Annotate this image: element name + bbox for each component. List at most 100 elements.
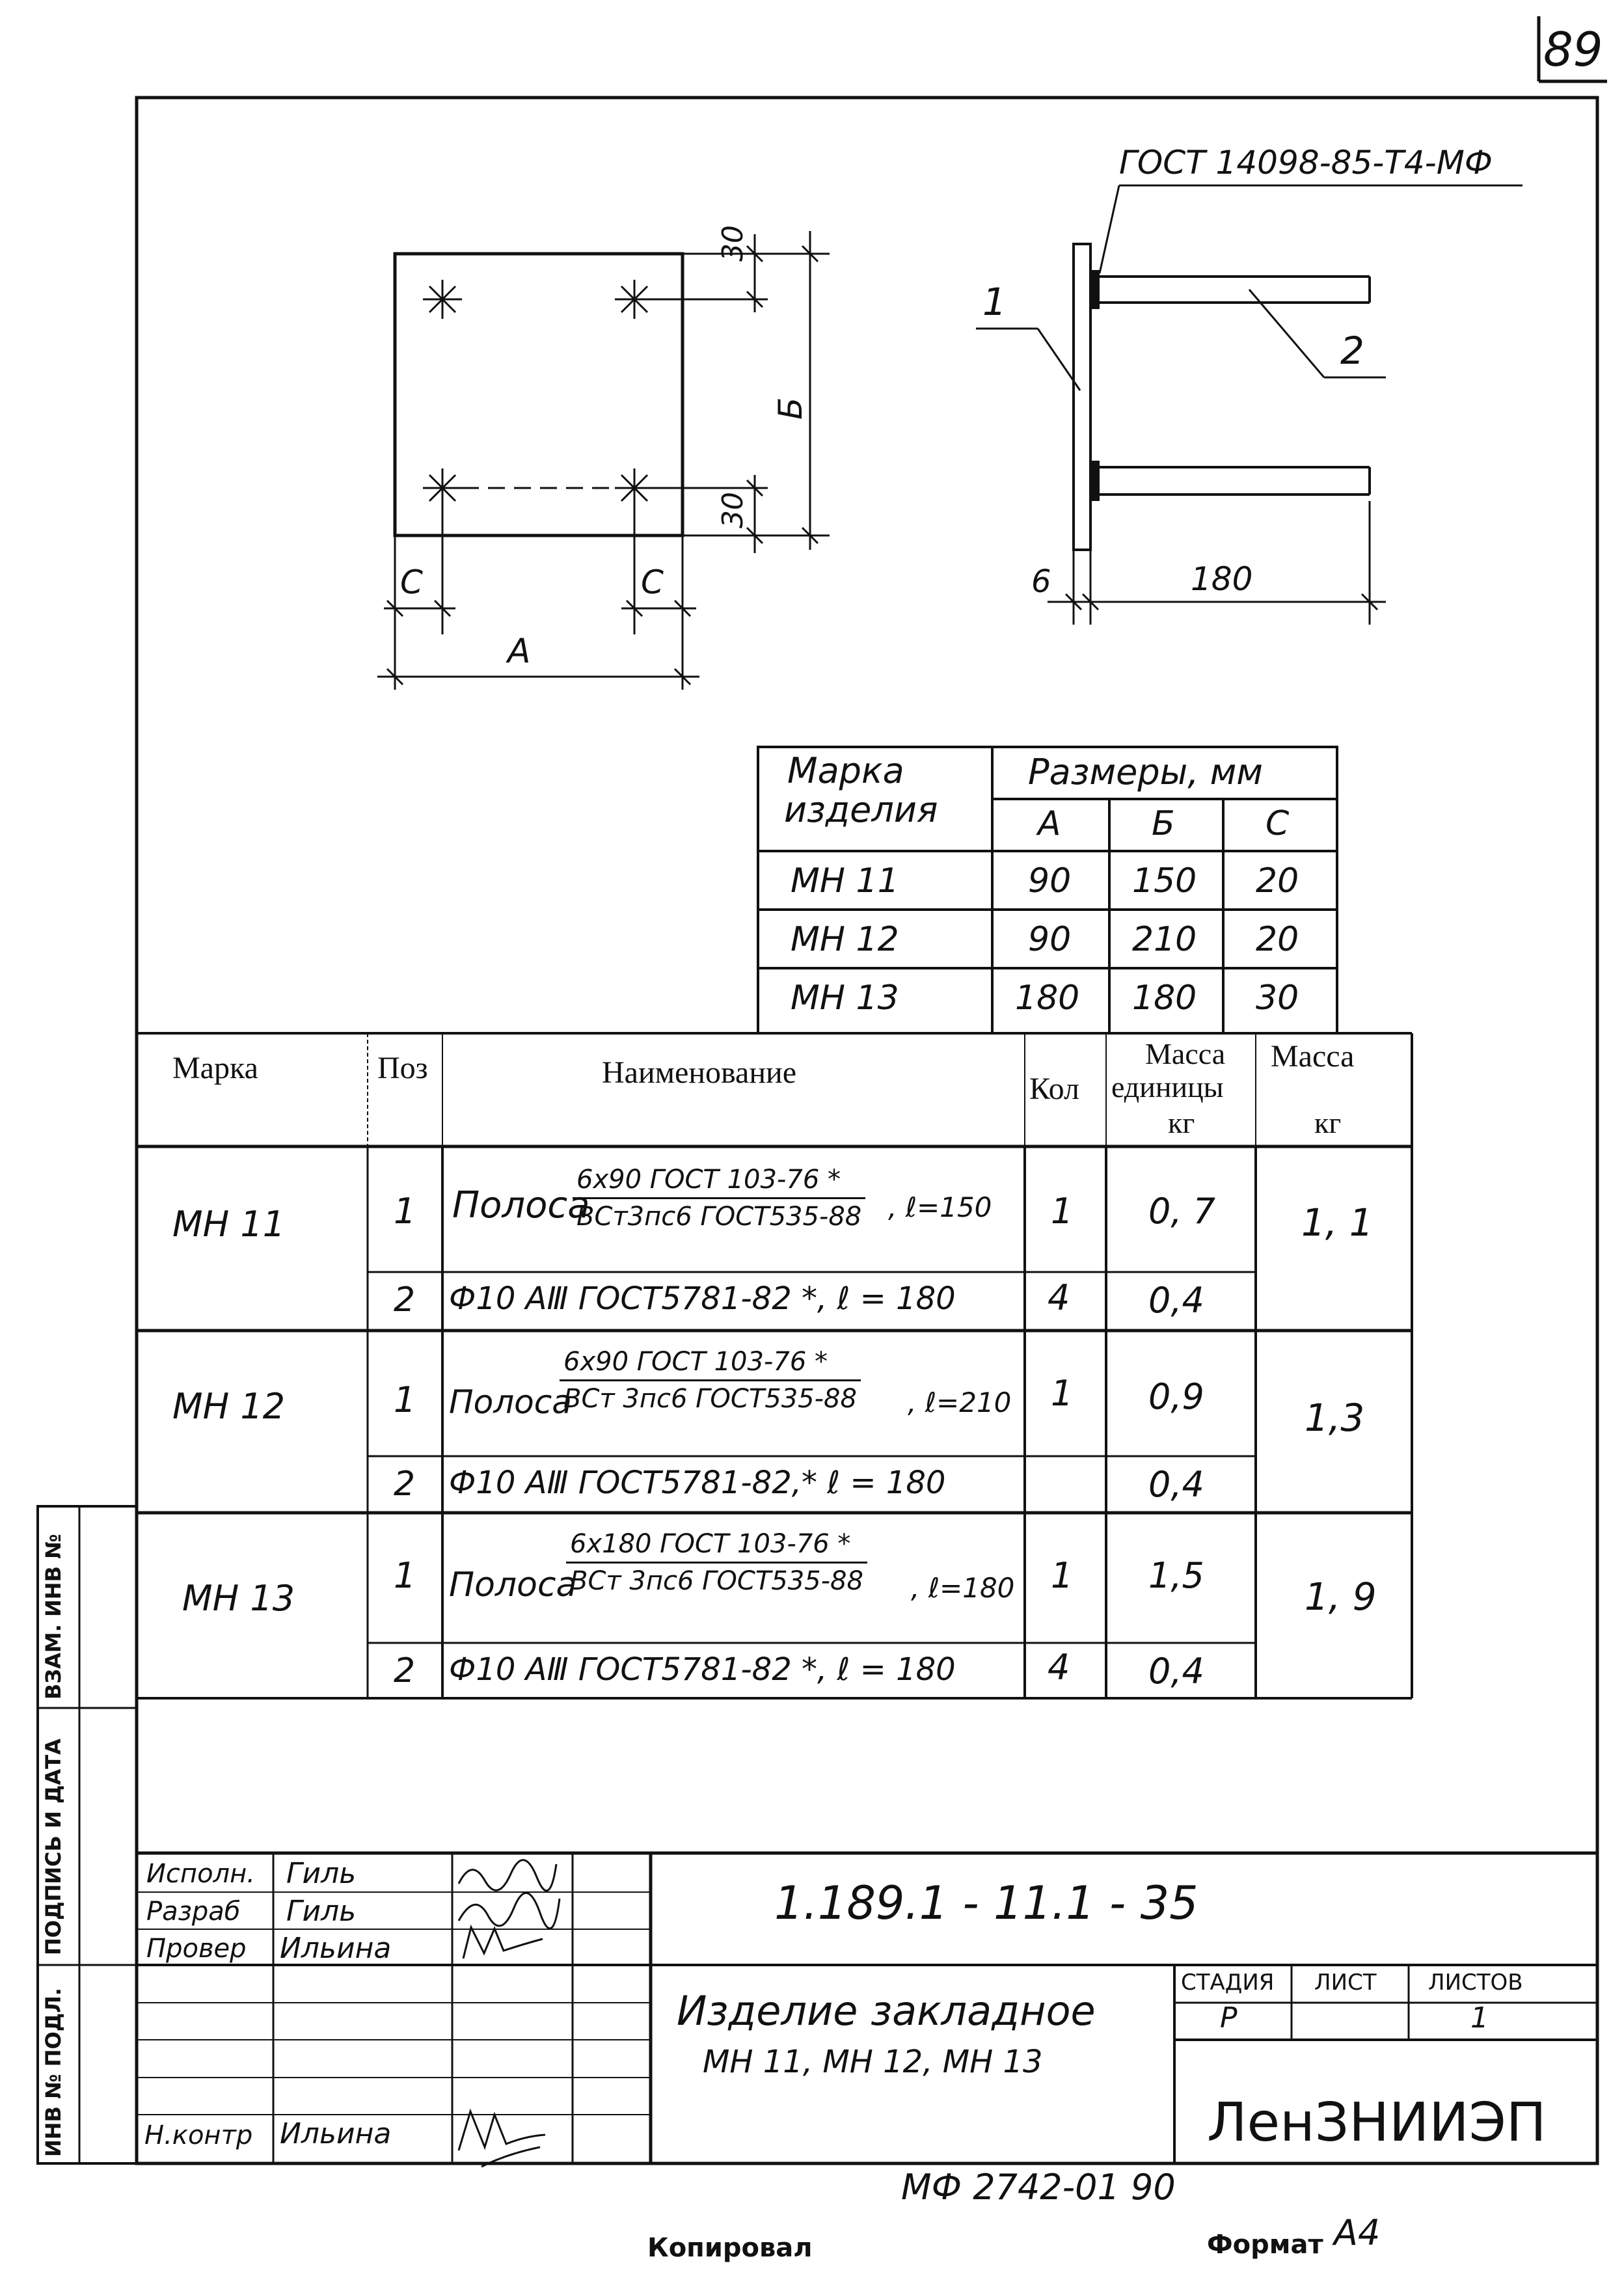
spec-header-pos: Поз (377, 1051, 428, 1085)
sizes-row-c: 20 (1256, 861, 1299, 901)
spec-row-pos: 1 (394, 1555, 416, 1596)
spec-row-qty: 4 (1048, 1277, 1070, 1318)
dim-180: 180 (1191, 560, 1253, 598)
sizes-row-mark: МН 11 (791, 861, 899, 901)
sizes-row-b: 210 (1132, 920, 1197, 959)
fraction-denominator: ВСт 3пс6 ГОСТ535-88 (570, 1566, 863, 1596)
side-stamp-podpis: ПОДПИСЬ И ДАТА (41, 1739, 66, 1955)
sizes-row-c: 30 (1256, 979, 1299, 1018)
spec-group-total-mass: 1,3 (1305, 1396, 1365, 1440)
footer-format-label: Формат (1207, 2230, 1323, 2260)
spec-row-name: Ф10 АⅢ ГОСТ5781-82 *, ℓ = 180 (449, 1651, 956, 1688)
spec-row-name-prefix: Полоса (449, 1383, 572, 1421)
footer-code: МФ 2742-01 90 (901, 2167, 1176, 2208)
tb-role: Н.контр (144, 2120, 253, 2150)
spec-row-name-suffix: , ℓ=150 (888, 1191, 992, 1223)
sheets-label: ЛИСТОВ (1428, 1970, 1523, 1996)
side-stamp-inv-podl: ИНВ № ПОДЛ. (41, 1988, 66, 2157)
sizes-row-b: 180 (1132, 979, 1197, 1018)
spec-row-qty: 1 (1051, 1373, 1074, 1414)
spec-group-total-mass: 1, 9 (1305, 1575, 1377, 1619)
dim-6: 6 (1031, 563, 1051, 600)
sizes-row-mark: МН 12 (791, 920, 899, 959)
spec-row-name-prefix: Полоса (452, 1184, 590, 1226)
footer-format-value: А4 (1334, 2212, 1381, 2253)
dim-30-bottom: 30 (716, 492, 750, 528)
sizes-col-a: А (1038, 804, 1061, 843)
spec-row-name-suffix: , ℓ=180 (911, 1572, 1015, 1604)
spec-header-unit-mass-3: кг (1168, 1106, 1195, 1139)
spec-row-qty: 4 (1048, 1647, 1070, 1688)
dim-c-left: С (400, 563, 423, 601)
fraction-numerator: 6x180 ГОСТ 103-76 * (566, 1529, 867, 1564)
spec-row-name-suffix: , ℓ=210 (908, 1387, 1012, 1418)
doc-code: 1.189.1 - 11.1 - 35 (774, 1876, 1198, 1930)
spec-row-name-prefix: Полоса (449, 1565, 577, 1605)
spec-row-name: Ф10 АⅢ ГОСТ5781-82,* ℓ = 180 (449, 1465, 946, 1501)
spec-row-unit-mass: 0,4 (1148, 1464, 1204, 1505)
side-stamp-vzam: ВЗАМ. ИНВ № (41, 1534, 66, 1700)
spec-group-mark: МН 11 (172, 1204, 286, 1245)
sizes-row-b: 150 (1132, 861, 1197, 901)
spec-header-mass-2: кг (1314, 1106, 1342, 1139)
spec-header-unit-mass-2: единицы (1111, 1070, 1224, 1104)
sizes-row-a: 180 (1015, 979, 1080, 1018)
tb-role: Провер (146, 1934, 247, 1964)
sizes-header: Размеры, мм (1028, 752, 1264, 792)
spec-row-pos: 2 (394, 1465, 416, 1504)
position-2-callout: 2 (1340, 329, 1364, 373)
spec-row-unit-mass: 0,9 (1148, 1376, 1204, 1417)
fraction-numerator: 6x90 ГОСТ 103-76 * (573, 1165, 866, 1199)
spec-header-qty: Кол (1029, 1072, 1079, 1106)
dim-a: А (508, 632, 531, 671)
spec-row-unit-mass: 0,4 (1148, 1280, 1204, 1321)
sizes-row-c: 20 (1256, 920, 1299, 959)
spec-header-mass-1: Масса (1271, 1039, 1355, 1074)
spec-row-unit-mass: 0, 7 (1148, 1191, 1216, 1232)
sizes-col-c: С (1265, 804, 1290, 843)
sheet-number: 89 (1543, 22, 1603, 77)
tb-person: Ильина (280, 1932, 392, 1965)
spec-header-unit-mass-1: Масса (1145, 1037, 1226, 1070)
tb-person: Гиль (286, 1857, 357, 1890)
sizes-mark-header-1: Марка (787, 750, 904, 791)
spec-header-mark: Марка (172, 1051, 258, 1085)
spec-row-name-fraction: 6x90 ГОСТ 103-76 * ВСт3пс6 ГОСТ535-88 (573, 1165, 866, 1232)
footer-copied: Копировал (647, 2233, 813, 2263)
spec-header-name: Наименование (602, 1055, 797, 1090)
spec-group-total-mass: 1, 1 (1301, 1200, 1374, 1245)
spec-group-mark: МН 12 (172, 1386, 286, 1427)
weld-gost-label: ГОСТ 14098-85-Т4-МФ (1119, 144, 1493, 182)
dim-c-right: С (641, 563, 664, 601)
tb-role: Исполн. (146, 1859, 255, 1889)
spec-row-unit-mass: 0,4 (1148, 1651, 1204, 1692)
spec-row-pos: 1 (394, 1191, 416, 1232)
sizes-row-a: 90 (1028, 920, 1072, 959)
fraction-denominator: ВСт 3пс6 ГОСТ535-88 (563, 1384, 857, 1414)
spec-row-pos: 2 (394, 1280, 416, 1320)
dim-b: Б (772, 397, 809, 420)
spec-row-pos: 2 (394, 1651, 416, 1690)
position-1-callout: 1 (982, 280, 1007, 324)
tb-person: Ильина (280, 2117, 392, 2150)
doc-title-line-1: Изделие закладное (677, 1987, 1096, 2035)
stage-value: Р (1220, 2001, 1238, 2035)
spec-group-mark: МН 13 (182, 1578, 295, 1619)
spec-row-unit-mass: 1,5 (1148, 1555, 1204, 1596)
tb-role: Разраб (146, 1897, 241, 1927)
spec-row-name-fraction: 6x90 ГОСТ 103-76 * ВСт 3пс6 ГОСТ535-88 (560, 1347, 861, 1414)
spec-row-name-fraction: 6x180 ГОСТ 103-76 * ВСт 3пс6 ГОСТ535-88 (566, 1529, 867, 1596)
sheets-value: 1 (1470, 2001, 1489, 2035)
stage-label: СТАДИЯ (1181, 1970, 1275, 1996)
fraction-denominator: ВСт3пс6 ГОСТ535-88 (576, 1202, 862, 1232)
spec-row-pos: 1 (394, 1379, 416, 1420)
sizes-row-a: 90 (1028, 861, 1072, 901)
sizes-col-b: Б (1152, 804, 1175, 843)
sizes-row-mark: МН 13 (791, 979, 899, 1018)
doc-title-line-2: МН 11, МН 12, МН 13 (703, 2044, 1043, 2080)
sheet-label: ЛИСТ (1314, 1970, 1377, 1996)
sizes-mark-header-2: изделия (784, 789, 938, 830)
organization-name: ЛенЗНИИЭП (1207, 2092, 1547, 2154)
spec-row-qty: 1 (1051, 1555, 1074, 1596)
